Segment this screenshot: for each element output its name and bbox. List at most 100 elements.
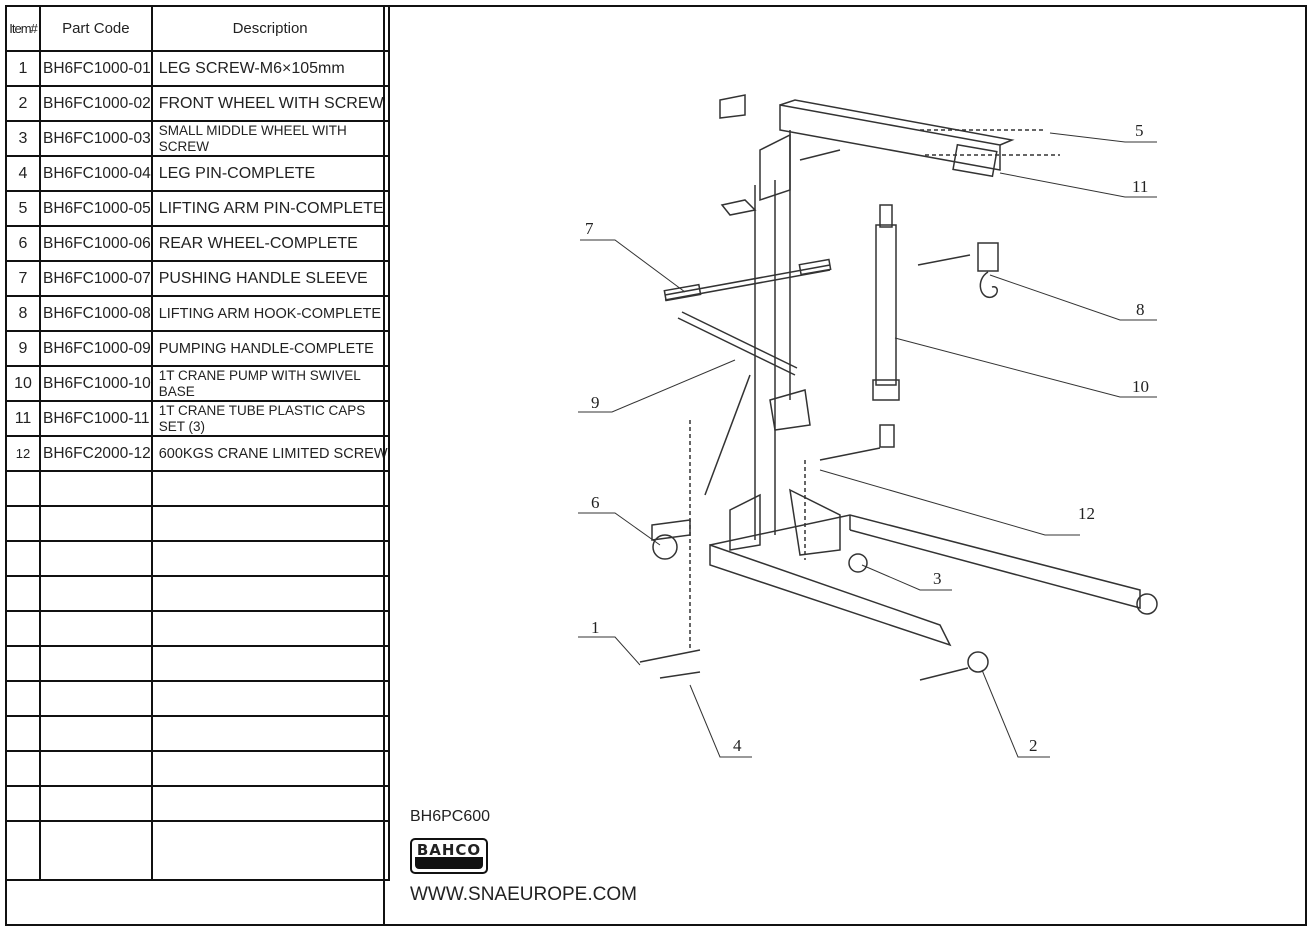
header-description: Description — [150, 5, 390, 52]
part-description — [150, 505, 390, 542]
part-description — [150, 470, 390, 507]
part-description — [150, 785, 390, 822]
item-number — [5, 575, 41, 612]
callout-10: 10 — [1132, 377, 1149, 396]
part-description: 600KGS CRANE LIMITED SCREW — [150, 435, 390, 472]
table-row — [5, 575, 390, 612]
bahco-logo: BAHCO — [410, 838, 488, 874]
exploded-parts-diagram: 5 11 7 8 10 9 12 6 3 1 4 2 — [578, 94, 1158, 758]
part-description: LEG SCREW-M6×105mm — [150, 50, 390, 87]
item-number: 1 — [5, 50, 41, 87]
part-description: FRONT WHEEL WITH SCREW — [150, 85, 390, 122]
table-header: Item# Part Code Description — [5, 5, 390, 52]
item-number — [5, 540, 41, 577]
table-row — [5, 505, 390, 542]
part-code — [39, 505, 153, 542]
part-code: BH6FC1000-01 — [39, 50, 153, 87]
part-code: BH6FC1000-08 — [39, 295, 153, 332]
callout-9: 9 — [591, 393, 600, 412]
callout-4: 4 — [733, 736, 742, 755]
part-description: SMALL MIDDLE WHEEL WITH SCREW — [150, 120, 390, 157]
part-code: BH6FC1000-02 — [39, 85, 153, 122]
callout-2: 2 — [1029, 736, 1038, 755]
part-description: 1T CRANE PUMP WITH SWIVEL BASE — [150, 365, 390, 402]
item-number: 3 — [5, 120, 41, 157]
part-description — [150, 540, 390, 577]
part-code — [39, 680, 153, 717]
callout-5: 5 — [1135, 121, 1144, 140]
part-description — [150, 715, 390, 752]
model-number: BH6PC600 — [410, 808, 491, 825]
item-number: 8 — [5, 295, 41, 332]
callout-12: 12 — [1078, 504, 1095, 523]
part-code — [39, 575, 153, 612]
part-description — [150, 750, 390, 787]
table-row — [5, 750, 390, 787]
table-row — [5, 540, 390, 577]
part-description — [150, 610, 390, 647]
item-number: 9 — [5, 330, 41, 367]
item-number: 2 — [5, 85, 41, 122]
part-description — [150, 645, 390, 682]
part-code: BH6FC1000-06 — [39, 225, 153, 262]
part-description — [150, 575, 390, 612]
table-row — [5, 715, 390, 752]
part-code: BH6FC1000-03 — [39, 120, 153, 157]
callout-8: 8 — [1136, 300, 1145, 319]
part-description: REAR WHEEL-COMPLETE — [150, 225, 390, 262]
part-description: LEG PIN-COMPLETE — [150, 155, 390, 192]
part-code — [39, 715, 153, 752]
item-number: 12 — [5, 435, 41, 472]
item-number — [5, 680, 41, 717]
part-code — [39, 610, 153, 647]
table-row — [5, 785, 390, 822]
header-part-code: Part Code — [39, 5, 153, 52]
table-row — [5, 680, 390, 717]
part-description — [150, 680, 390, 717]
callout-11: 11 — [1132, 177, 1148, 196]
website-url: WWW.SNAEUROPE.COM — [410, 884, 637, 905]
part-code — [39, 470, 153, 507]
table-row — [5, 610, 390, 647]
divider — [383, 5, 385, 924]
item-number: 6 — [5, 225, 41, 262]
item-number: 10 — [5, 365, 41, 402]
part-code: BH6FC1000-09 — [39, 330, 153, 367]
part-code: BH6FC1000-04 — [39, 155, 153, 192]
item-number — [5, 645, 41, 682]
callout-6: 6 — [591, 493, 600, 512]
table-row — [5, 820, 390, 881]
item-number — [5, 820, 41, 881]
part-code: BH6FC1000-10 — [39, 365, 153, 402]
part-code: BH6FC1000-05 — [39, 190, 153, 227]
item-number: 4 — [5, 155, 41, 192]
part-description: 1T CRANE TUBE PLASTIC CAPS SET (3) — [150, 400, 390, 437]
item-number — [5, 785, 41, 822]
part-description — [150, 820, 390, 881]
part-code — [39, 785, 153, 822]
part-code — [39, 820, 153, 881]
item-number — [5, 715, 41, 752]
part-code — [39, 750, 153, 787]
part-code — [39, 540, 153, 577]
callout-1: 1 — [591, 618, 600, 637]
part-description: PUSHING HANDLE SLEEVE — [150, 260, 390, 297]
item-number — [5, 470, 41, 507]
item-number: 7 — [5, 260, 41, 297]
callout-7: 7 — [585, 219, 594, 238]
logo-text: BAHCO — [416, 841, 482, 859]
item-number — [5, 505, 41, 542]
